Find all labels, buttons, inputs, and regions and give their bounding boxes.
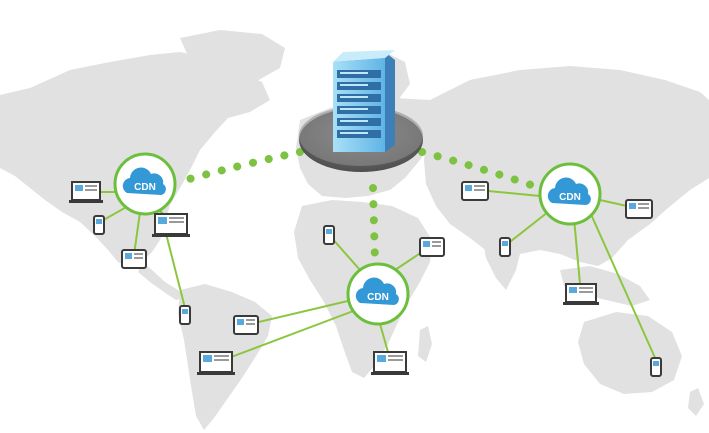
continent-central-america xyxy=(138,262,184,300)
continent-greenland xyxy=(180,30,285,82)
backbone-links xyxy=(174,148,544,266)
laptop-icon xyxy=(371,351,409,375)
cloud-icon xyxy=(122,167,166,195)
cdn-label: CDN xyxy=(559,192,581,203)
link-na-tablet-1 xyxy=(133,211,141,256)
continent-madagascar xyxy=(418,326,432,362)
laptop-icon xyxy=(563,283,599,305)
cdn-node-asia: CDN xyxy=(538,162,602,226)
laptop-icon xyxy=(152,213,190,237)
link-af-tablet-2 xyxy=(245,299,353,326)
continent-india xyxy=(482,232,522,290)
cdn-label: CDN xyxy=(134,182,156,193)
phone-icon xyxy=(93,215,105,235)
link-origin-to-cdn-af xyxy=(369,184,379,266)
phone-icon xyxy=(650,357,662,377)
cdn-label: CDN xyxy=(367,292,389,303)
link-af-laptop-1 xyxy=(217,309,357,363)
devices xyxy=(69,181,662,377)
continent-japan xyxy=(640,162,660,196)
cloud-icon xyxy=(547,177,591,205)
link-as-phone-1 xyxy=(505,211,549,246)
tablet-icon xyxy=(121,249,147,269)
server-rack-icon xyxy=(333,50,395,152)
laptop-icon xyxy=(197,351,235,375)
cdn-node-north-america: CDN xyxy=(113,152,177,216)
link-af-laptop-2 xyxy=(379,323,389,353)
tablet-icon xyxy=(419,237,445,257)
link-origin-to-cdn-na xyxy=(174,148,304,186)
continent-new-zealand xyxy=(688,388,704,416)
phone-icon xyxy=(323,225,335,245)
tablet-icon xyxy=(233,315,259,335)
cdn-node-africa: CDN xyxy=(346,262,410,326)
tablet-icon xyxy=(461,181,489,201)
link-as-phone-2 xyxy=(589,211,657,361)
phone-icon xyxy=(179,305,191,325)
link-origin-to-cdn-as xyxy=(418,148,544,192)
phone-icon xyxy=(499,237,511,257)
link-as-laptop-1 xyxy=(573,217,581,285)
continent-australia xyxy=(578,312,682,394)
cloud-icon xyxy=(355,277,399,305)
laptop-icon xyxy=(69,181,103,203)
origin-server xyxy=(299,50,423,172)
tablet-icon xyxy=(625,199,653,219)
